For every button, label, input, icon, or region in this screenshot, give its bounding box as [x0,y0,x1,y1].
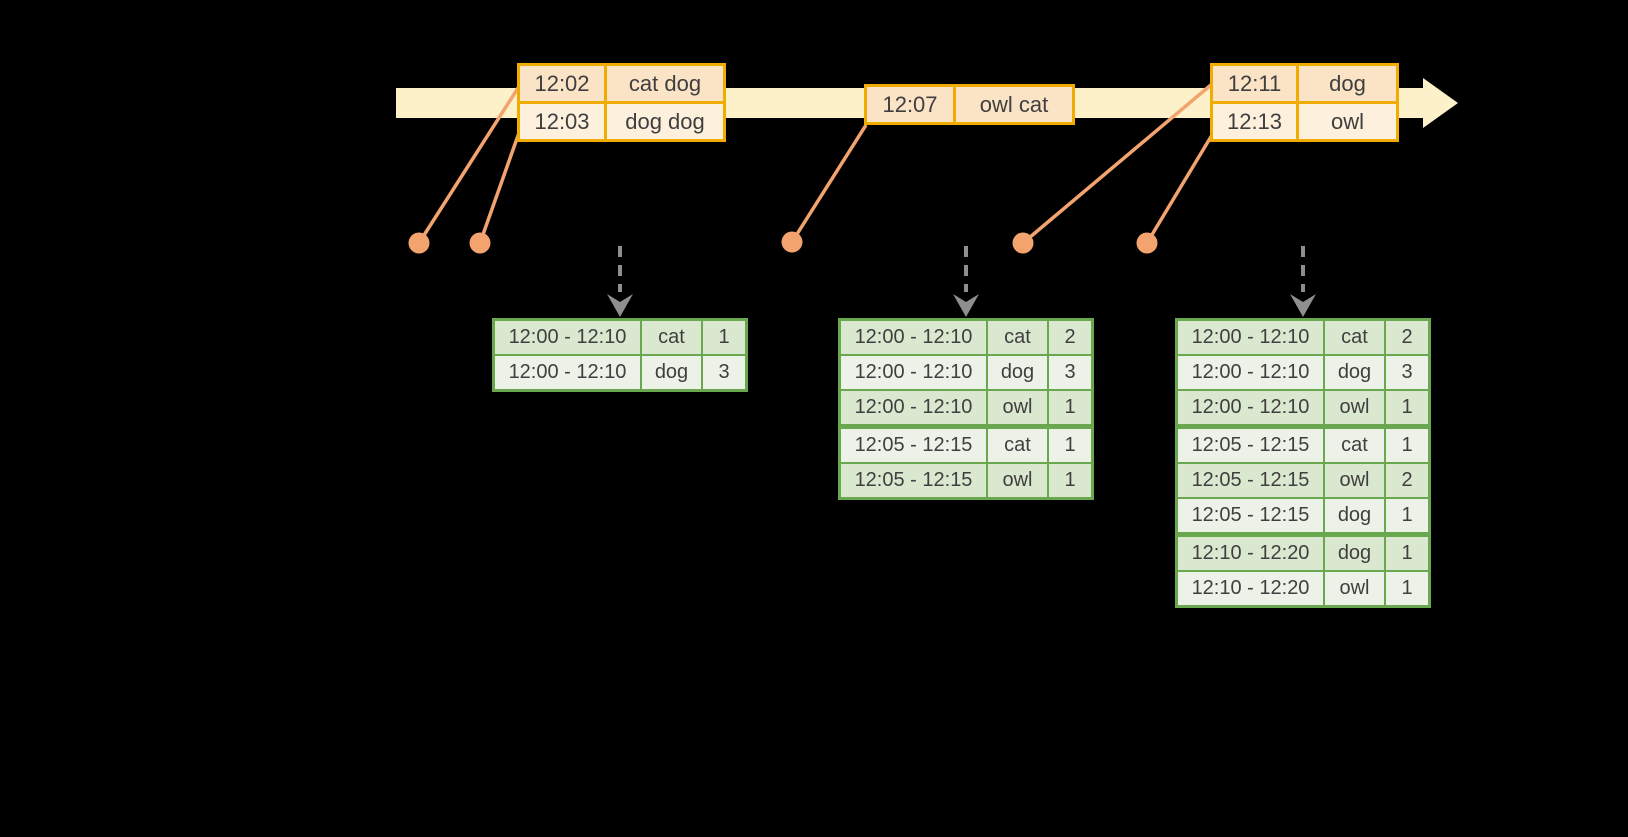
table-cell: cat [988,321,1047,354]
table-cell: owl [1325,391,1384,424]
event-line-12-07 [790,124,868,243]
table-cell: 12:11 [1213,66,1296,101]
table-cell: 12:00 - 12:10 [495,321,640,354]
table-cell: owl [988,391,1047,424]
table-cell: dog [1325,537,1384,570]
table-cell: 12:00 - 12:10 [841,356,986,389]
table-cell: dog [1325,499,1384,532]
event-line-12-11 [1021,82,1214,245]
table-cell: 12:07 [867,87,953,122]
event-dot-icon [469,232,491,254]
event-dot-icon [781,231,803,253]
table-cell: cat dog [607,66,723,101]
table-cell: 12:00 - 12:10 [1178,356,1323,389]
table-cell: 1 [703,321,745,354]
down-arrow-icon [1290,294,1316,317]
event-marker-dots [408,231,1158,254]
event-dot-icon [408,232,430,254]
table-cell: 12:03 [520,104,604,139]
table-cell: 1 [1049,429,1091,462]
table-cell: 2 [1386,464,1428,497]
trigger-arrows [607,246,1316,317]
timeline-arrowhead-icon [1423,78,1458,128]
event-dot-icon [1136,232,1158,254]
table-cell: owl [988,464,1047,497]
table-cell: dog [1325,356,1384,389]
table-cell: 12:05 - 12:15 [841,464,986,497]
table-cell: dog [642,356,701,389]
table-cell: 12:00 - 12:10 [1178,321,1323,354]
table-cell: 12:05 - 12:15 [1178,464,1323,497]
down-arrow-icon [953,294,979,317]
table-cell: owl cat [956,87,1072,122]
table-cell: 2 [1386,321,1428,354]
table-cell: cat [642,321,701,354]
table-cell: 12:00 - 12:10 [841,391,986,424]
table-cell: 1 [1386,537,1428,570]
table-cell: 3 [1386,356,1428,389]
event-line-12-03 [478,129,522,244]
table-cell: 12:02 [520,66,604,101]
table-cell: cat [1325,429,1384,462]
table-cell: 12:10 - 12:20 [1178,537,1323,570]
table-cell: owl [1299,104,1396,139]
table-cell: 1 [1049,391,1091,424]
event-dot-icon [1012,232,1034,254]
table-cell: dog dog [607,104,723,139]
table-cell: cat [988,429,1047,462]
table-cell: 2 [1049,321,1091,354]
table-cell: 12:10 - 12:20 [1178,572,1323,605]
event-line-12-13 [1145,134,1214,244]
table-cell: 3 [703,356,745,389]
table-cell: 12:00 - 12:10 [841,321,986,354]
table-cell: 1 [1386,499,1428,532]
table-cell: 12:05 - 12:15 [1178,499,1323,532]
table-cell: 3 [1049,356,1091,389]
table-cell: dog [1299,66,1396,101]
event-marker-lines [417,82,1214,245]
event-line-12-02 [417,87,520,244]
table-cell: cat [1325,321,1384,354]
table-cell: dog [988,356,1047,389]
table-cell: 12:05 - 12:15 [1178,429,1323,462]
table-cell: 12:05 - 12:15 [841,429,986,462]
table-cell: 1 [1049,464,1091,497]
table-cell: 1 [1386,391,1428,424]
table-cell: 1 [1386,429,1428,462]
down-arrow-icon [607,294,633,317]
table-cell: owl [1325,572,1384,605]
table-cell: 1 [1386,572,1428,605]
table-cell: 12:00 - 12:10 [495,356,640,389]
table-cell: 12:13 [1213,104,1296,139]
table-cell: owl [1325,464,1384,497]
table-cell: 12:00 - 12:10 [1178,391,1323,424]
